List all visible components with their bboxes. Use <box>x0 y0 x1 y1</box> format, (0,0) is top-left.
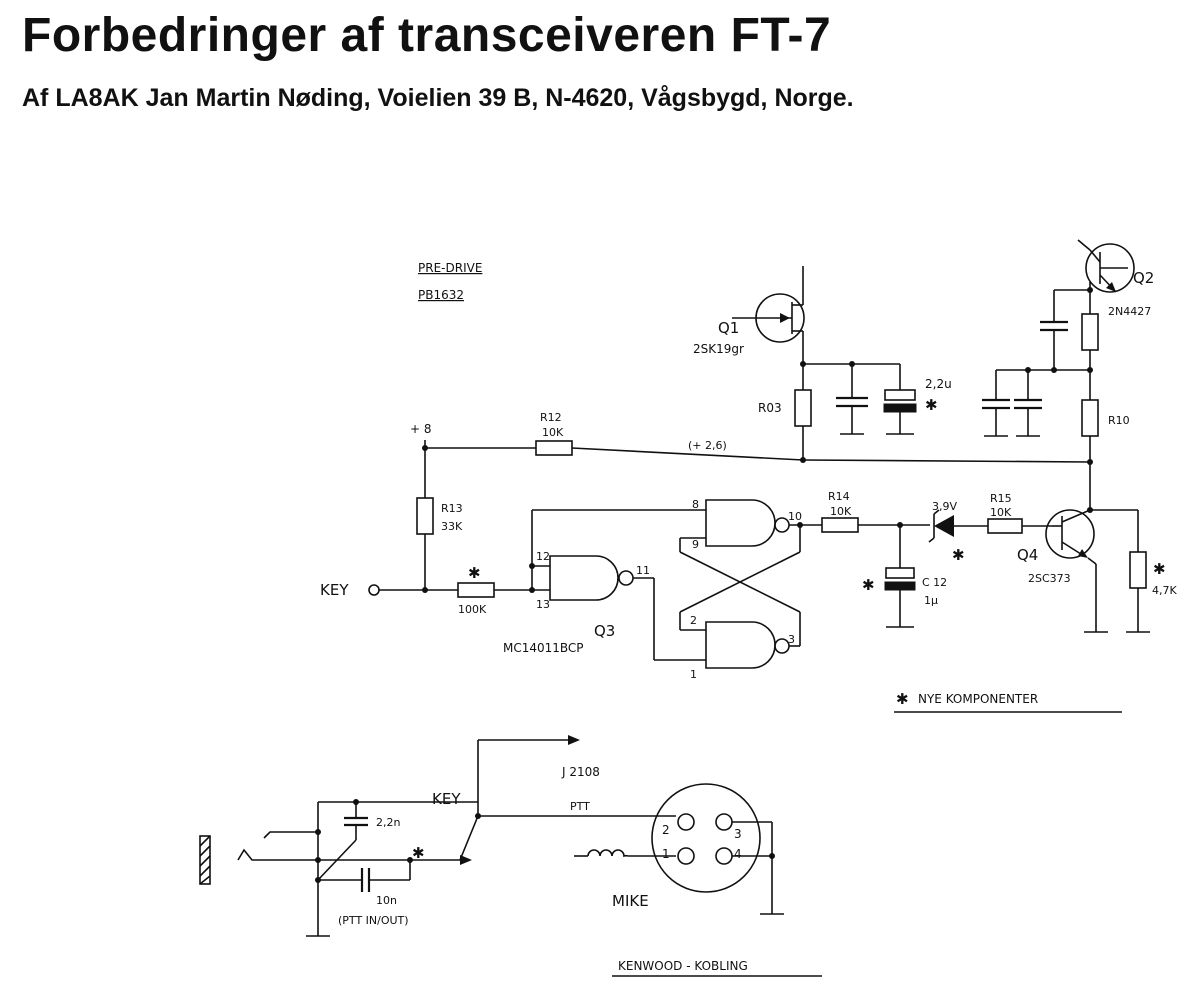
author-line: Af LA8AK Jan Martin Nøding, Voielien 39 … <box>22 84 854 112</box>
c12-value: 1µ <box>924 594 938 607</box>
predrive-part: PB1632 <box>418 288 464 302</box>
r03-label: R03 <box>758 401 782 415</box>
mike-coil <box>587 849 629 858</box>
new-component-mark-jack: ✱ <box>412 844 425 862</box>
pin-9-label: 9 <box>692 538 699 551</box>
zener-value: 3,9V <box>932 500 957 513</box>
new-component-mark-100k: ✱ <box>468 564 481 582</box>
q1-transistor <box>755 293 805 343</box>
pin-11-label: 11 <box>636 564 650 577</box>
q1-label: Q1 <box>718 319 739 337</box>
pin-10-label: 10 <box>788 510 802 523</box>
connector-pin-3: 3 <box>734 827 742 841</box>
node-voltage-label: (+ 2,6) <box>688 439 727 452</box>
resistor-r14 <box>821 517 859 533</box>
q2-transistor <box>1085 243 1135 293</box>
resistor-r10 <box>1081 399 1099 437</box>
q4-transistor <box>1045 509 1095 559</box>
nand-gate-flipflop-bottom <box>705 621 790 669</box>
ptt-label: PTT <box>570 800 590 813</box>
q2-part-number: 2N4427 <box>1108 305 1151 318</box>
pin-8-label: 8 <box>692 498 699 511</box>
new-component-mark-c12: ✱ <box>862 576 875 594</box>
nand-gate-flipflop-top <box>705 499 790 547</box>
new-component-mark: ✱ <box>925 396 938 414</box>
j2108-label: J 2108 <box>561 765 600 779</box>
pin-12-label: 12 <box>536 550 550 563</box>
r13-value: 33K <box>441 520 463 533</box>
q2-label: Q2 <box>1133 269 1154 287</box>
mike-label: MIKE <box>612 892 649 910</box>
r12-label: R12 <box>540 411 562 424</box>
connector-pin-1: 1 <box>662 847 670 861</box>
connector-pin-4: 4 <box>734 847 742 861</box>
r10-label: R10 <box>1108 414 1130 427</box>
r100k-value: 100K <box>458 603 487 616</box>
q1-part-number: 2SK19gr <box>693 342 744 356</box>
legend-mark: ✱ <box>896 690 909 708</box>
capacitor-2u2 <box>883 364 917 435</box>
q4-part-number: 2SC373 <box>1028 572 1071 585</box>
predrive-label: PRE-DRIVE <box>418 261 482 275</box>
r15-value: 10K <box>990 506 1012 519</box>
resistor-r13 <box>416 497 434 535</box>
q3-part-number: MC14011BCP <box>503 641 584 655</box>
c-2n2-label: 2,2n <box>376 816 400 829</box>
pin-2-label: 2 <box>690 614 697 627</box>
r14-value: 10K <box>830 505 852 518</box>
capacitor-c12 <box>884 525 916 628</box>
connector-pin-2: 2 <box>662 823 670 837</box>
new-component-mark-4k7: ✱ <box>1153 560 1166 578</box>
ptt-inout-label: (PTT IN/OUT) <box>338 914 409 927</box>
r14-label: R14 <box>828 490 850 503</box>
r13-label: R13 <box>441 502 463 515</box>
mike-connector <box>651 783 761 893</box>
legend-text: NYE KOMPONENTER <box>918 692 1038 706</box>
q3-label: Q3 <box>594 622 615 640</box>
pin-3-label: 3 <box>788 633 795 646</box>
key-terminal <box>368 584 380 596</box>
key-input-label: KEY <box>320 581 349 599</box>
supply-plus8-label: + 8 <box>410 422 432 436</box>
pin-1-label: 1 <box>690 668 697 681</box>
resistor-100k <box>457 582 495 598</box>
zener-diode <box>928 509 954 543</box>
pin-13-label: 13 <box>536 598 550 611</box>
c-2u2-label: 2,2u <box>925 377 952 391</box>
resistor-4k7 <box>1129 551 1147 589</box>
page-title: Forbedringer af transceiveren FT-7 <box>22 9 832 62</box>
c12-label: C 12 <box>922 576 947 589</box>
resistor-r12 <box>535 440 573 456</box>
c-10n-label: 10n <box>376 894 397 907</box>
resistor-r15 <box>987 518 1023 534</box>
nand-gate-q3-input <box>549 555 634 601</box>
resistor-q2-base <box>1081 313 1099 351</box>
q4-label: Q4 <box>1017 546 1038 564</box>
r4k7-value: 4,7K <box>1152 584 1177 597</box>
resistor-r03 <box>794 389 812 427</box>
new-component-mark-zener: ✱ <box>952 546 965 564</box>
capacitor-q1-bypass <box>836 364 868 435</box>
kenwood-label: KENWOOD - KOBLING <box>618 959 748 973</box>
r15-label: R15 <box>990 492 1012 505</box>
r12-value: 10K <box>542 426 564 439</box>
key-bottom-label: KEY <box>432 790 461 808</box>
